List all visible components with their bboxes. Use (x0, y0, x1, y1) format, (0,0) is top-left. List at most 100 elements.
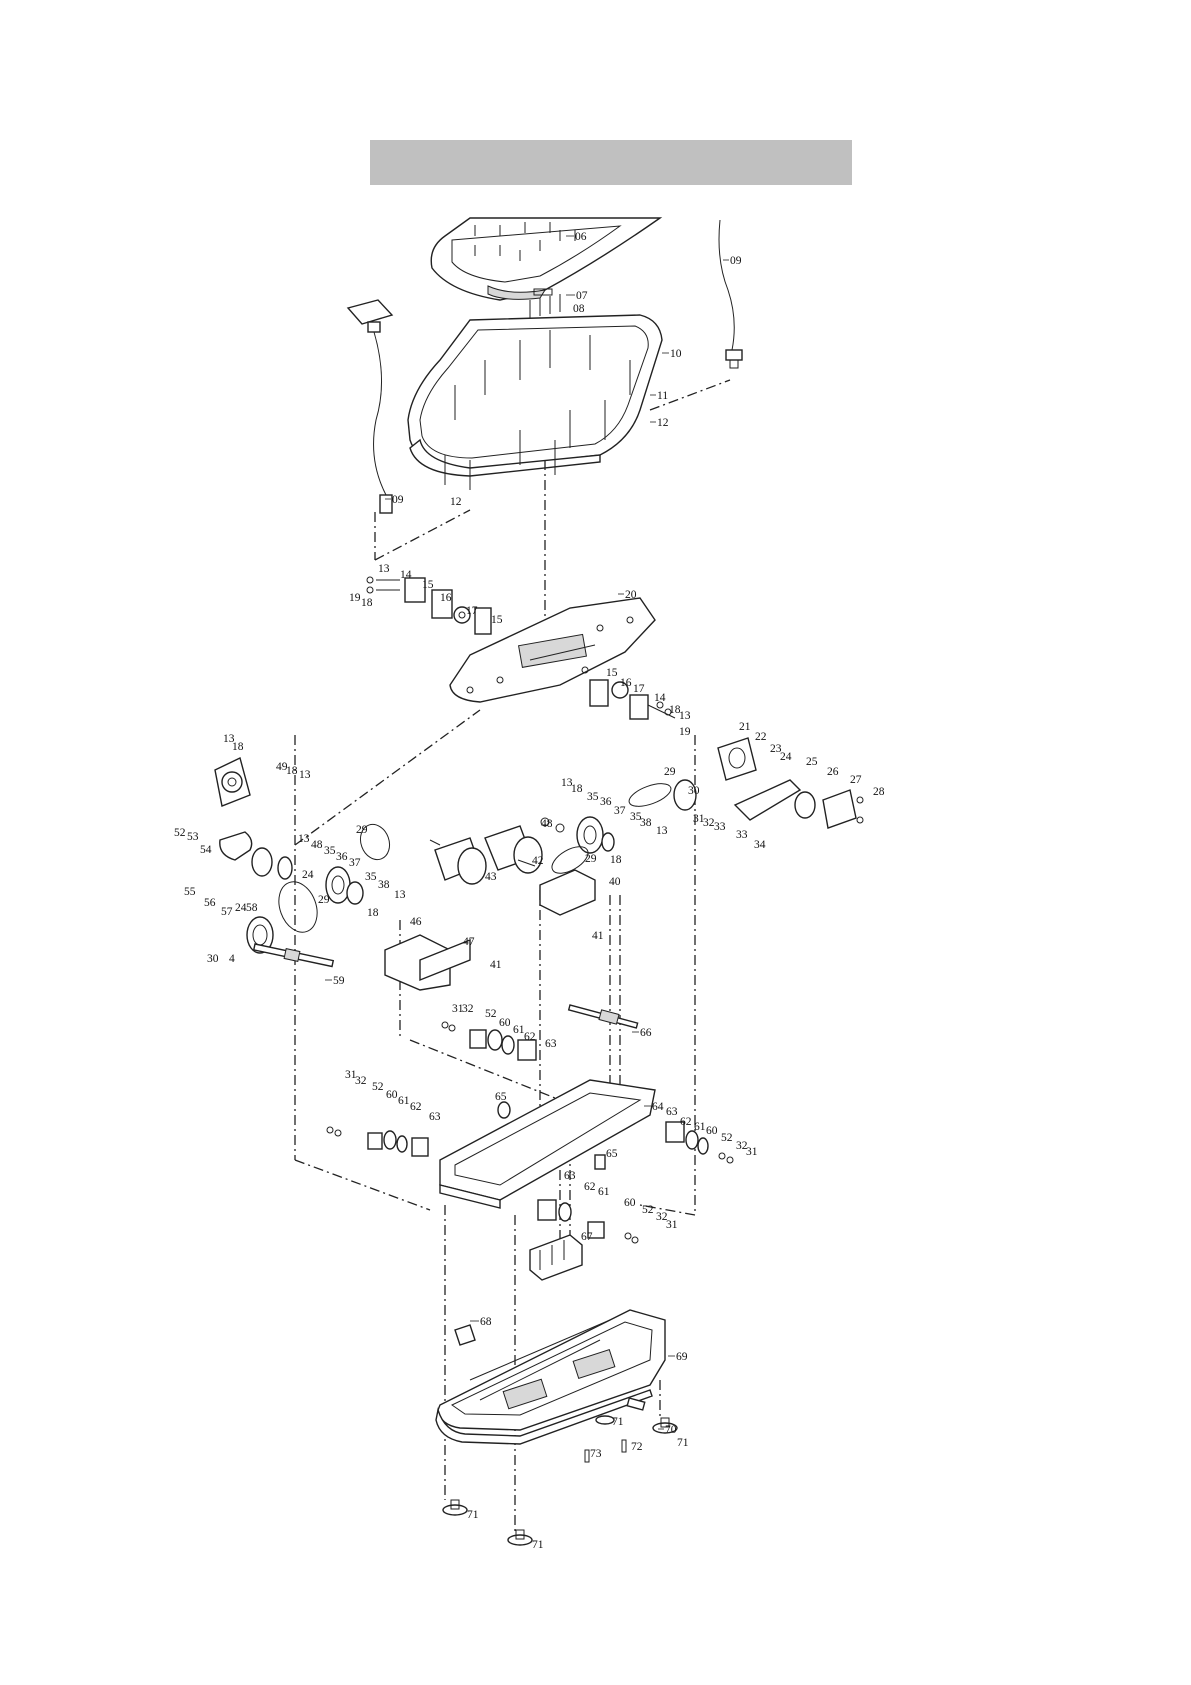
mounting-plate (449, 597, 656, 703)
label-60-d: 60 (624, 1197, 636, 1209)
label-leaders (325, 235, 729, 1430)
label-30-a: 30 (207, 953, 219, 965)
label-32-a: 32 (703, 817, 715, 829)
label-15-a: 15 (422, 579, 434, 591)
label-31-a: 31 (693, 813, 705, 825)
motor-pair (429, 825, 543, 885)
label-62-a: 62 (524, 1031, 536, 1043)
header-band (370, 140, 852, 185)
label-26: 26 (827, 766, 839, 778)
label-13-d: 13 (299, 769, 311, 781)
label-70: 70 (665, 1424, 677, 1436)
label-25: 25 (806, 756, 818, 768)
label-11: 11 (657, 390, 668, 402)
bearing-stacks (326, 1021, 734, 1244)
label-65-a: 65 (495, 1091, 507, 1103)
label-69: 69 (676, 1351, 688, 1363)
label-30-b: 30 (688, 785, 700, 797)
label-60-b: 60 (386, 1089, 398, 1101)
label-37-b: 37 (614, 805, 626, 817)
label-60-a: 60 (499, 1017, 511, 1029)
center-gear-group (540, 779, 697, 874)
label-61-a: 61 (513, 1024, 525, 1036)
label-16-b: 16 (620, 677, 632, 689)
connector-block (529, 1234, 583, 1281)
label-48-b: 48 (541, 818, 553, 830)
label-07: 07 (576, 290, 588, 302)
right-side-plates (717, 737, 864, 829)
label-59: 59 (333, 975, 345, 987)
left-bracket-group (366, 576, 492, 635)
label-13-f: 13 (394, 889, 406, 901)
label-40: 40 (609, 876, 621, 888)
motor-brackets (384, 869, 596, 991)
label-29-d: 29 (664, 766, 676, 778)
label-08: 08 (573, 303, 585, 315)
label-63-d: 63 (564, 1170, 576, 1182)
label-52-a: 52 (174, 827, 186, 839)
label-33-a: 33 (714, 821, 726, 833)
label-63-a: 63 (545, 1038, 557, 1050)
label-29-a: 29 (356, 824, 368, 836)
feet (442, 1397, 678, 1546)
label-38-a: 38 (378, 879, 390, 891)
part-labels: 06 07 08 09 10 11 12 12 09 13 14 15 16 1… (174, 231, 885, 1551)
base-frame (439, 1079, 656, 1209)
label-12-right: 12 (657, 417, 669, 429)
label-41-b: 41 (592, 930, 604, 942)
label-13-h: 13 (656, 825, 668, 837)
label-06: 06 (575, 231, 587, 243)
label-56: 56 (204, 897, 216, 909)
label-54: 54 (200, 844, 212, 856)
label-32-b: 32 (462, 1003, 474, 1015)
label-71-d: 71 (532, 1539, 544, 1551)
shafts (567, 1004, 639, 1029)
label-18-b: 18 (669, 704, 681, 716)
left-gear-assembly (214, 757, 391, 968)
label-46: 46 (410, 916, 422, 928)
label-36-b: 36 (600, 796, 612, 808)
label-27: 27 (850, 774, 862, 786)
label-32-c: 32 (355, 1075, 367, 1087)
label-42-a: 42 (532, 855, 544, 867)
label-13-a: 13 (378, 563, 390, 575)
label-32-e: 32 (656, 1211, 668, 1223)
label-33-b: 33 (736, 829, 748, 841)
label-23: 23 (770, 743, 782, 755)
label-35-c: 35 (587, 791, 599, 803)
label-38-b: 38 (640, 817, 652, 829)
bottom-base (435, 1309, 666, 1445)
right-cable (718, 219, 743, 369)
label-19-a: 19 (349, 592, 361, 604)
label-58: 58 (246, 902, 258, 914)
label-18-f: 18 (571, 783, 583, 795)
label-31-e: 31 (666, 1219, 678, 1231)
label-61-c: 61 (694, 1121, 706, 1133)
label-35-d: 35 (630, 811, 642, 823)
label-47: 47 (463, 936, 475, 948)
label-17-a: 17 (466, 605, 478, 617)
label-24-a: 24 (235, 902, 247, 914)
label-13-e: 13 (298, 833, 310, 845)
label-14-b: 14 (654, 692, 666, 704)
label-60-c: 60 (706, 1125, 718, 1137)
label-29-b: 29 (318, 894, 330, 906)
left-handle-cable (346, 299, 394, 514)
label-52-b: 52 (485, 1008, 497, 1020)
label-62-d: 62 (584, 1181, 596, 1193)
label-49: 49 (276, 761, 288, 773)
label-13-c: 13 (223, 733, 235, 745)
label-62-c: 62 (680, 1116, 692, 1128)
label-71-c: 71 (467, 1509, 479, 1521)
label-41-a: 41 (490, 959, 502, 971)
label-68: 68 (480, 1316, 492, 1328)
label-71-b: 71 (677, 1437, 689, 1449)
label-19-b: 19 (679, 726, 691, 738)
label-65-b: 65 (606, 1148, 618, 1160)
label-29-c: 29 (585, 853, 597, 865)
label-48-a: 48 (311, 839, 323, 851)
label-21: 21 (739, 721, 751, 733)
label-4: 4 (229, 953, 235, 965)
label-52-c: 52 (372, 1081, 384, 1093)
frame-ring (407, 314, 663, 490)
